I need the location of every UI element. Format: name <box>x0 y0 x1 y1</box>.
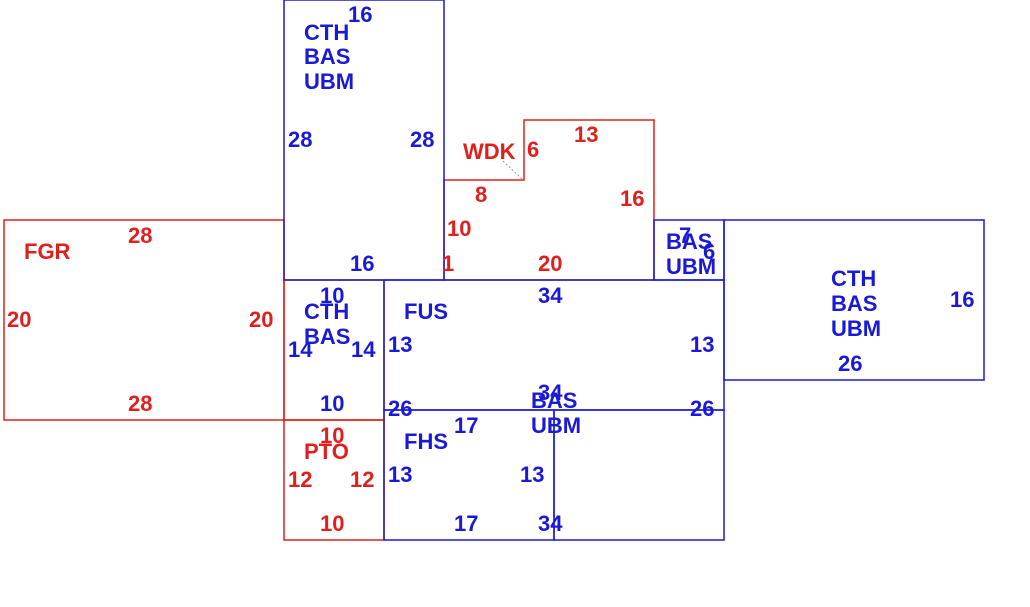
cth-mid-code-1: CTH <box>304 299 349 324</box>
cth-mid-code-2: BAS <box>304 324 350 349</box>
fgr-dim-right: 20 <box>249 307 273 332</box>
cth-top-dim-left: 28 <box>288 127 312 152</box>
cth-top-code-3: UBM <box>304 69 354 94</box>
fus-dim-bottom-right: 26 <box>690 396 714 421</box>
wdk-dim-step: 6 <box>527 137 539 162</box>
cth-top-outline <box>283 0 445 281</box>
cth-mid-dim-right: 14 <box>351 337 376 362</box>
cth-right-dim-right: 16 <box>950 287 974 312</box>
fus-code: FUS <box>404 299 448 324</box>
cth-right-dim-bottom: 26 <box>838 351 862 376</box>
pto-dim-right: 12 <box>350 467 374 492</box>
bas-bottom-dim-bottom: 34 <box>538 511 563 536</box>
fhs-dim-left: 13 <box>388 462 412 487</box>
pto-code: PTO <box>304 439 349 464</box>
cth-right-outline <box>723 219 985 381</box>
bas-bottom-dim-top: 34 <box>538 380 563 405</box>
pto-dim-bottom: 10 <box>320 511 344 536</box>
fhs-dim-right: 13 <box>520 462 544 487</box>
cth-top-dim-top: 16 <box>348 2 372 27</box>
cth-mid-dim-left: 14 <box>288 337 313 362</box>
wdk-dim-ledge: 8 <box>475 182 487 207</box>
fgr-dim-bottom: 28 <box>128 391 152 416</box>
fhs-code: FHS <box>404 429 448 454</box>
wdk-dim-top: 13 <box>574 122 598 147</box>
pto-dim-left: 12 <box>288 467 312 492</box>
cth-right-code-1: CTH <box>831 266 876 291</box>
wdk-dim-right: 16 <box>620 186 644 211</box>
fgr-dim-left: 20 <box>7 307 31 332</box>
cth-mid-dim-top: 10 <box>320 283 344 308</box>
pto-dim-top: 10 <box>320 423 344 448</box>
cth-top-dim-right: 28 <box>410 127 434 152</box>
cth-top-dim-bottom: 16 <box>350 251 374 276</box>
bas-small-dim-top: 7 <box>679 223 691 248</box>
bas-small-code-1: BAS <box>666 229 712 254</box>
wdk-dim-corner: 1 <box>442 251 454 276</box>
wdk-dim-bottom: 20 <box>538 251 562 276</box>
fhs-dim-bottom: 17 <box>454 511 478 536</box>
fus-dim-left: 13 <box>388 332 412 357</box>
fgr-dim-top: 28 <box>128 223 152 248</box>
cth-right-code-2: BAS <box>831 291 877 316</box>
cth-mid-dim-bottom: 10 <box>320 391 344 416</box>
bas-bottom-code-2: UBM <box>531 413 581 438</box>
bas-bottom-outline <box>553 409 725 541</box>
fus-dim-bottom-left: 26 <box>388 396 412 421</box>
fhs-dim-top: 17 <box>454 413 478 438</box>
cth-right-code-3: UBM <box>831 316 881 341</box>
cth-top-code-2: BAS <box>304 44 350 69</box>
bas-small-dim-right: 6 <box>703 239 715 264</box>
wdk-leader-line <box>502 160 523 180</box>
wdk-dim-left: 10 <box>447 216 471 241</box>
fgr-code: FGR <box>24 239 71 264</box>
bas-bottom-code-1: BAS <box>531 388 577 413</box>
bas-small-code-2: UBM <box>666 254 716 279</box>
fus-dim-top: 34 <box>538 283 563 308</box>
fus-dim-right: 13 <box>690 332 714 357</box>
cth-top-code-1: CTH <box>304 20 349 45</box>
wdk-code: WDK <box>463 139 516 164</box>
